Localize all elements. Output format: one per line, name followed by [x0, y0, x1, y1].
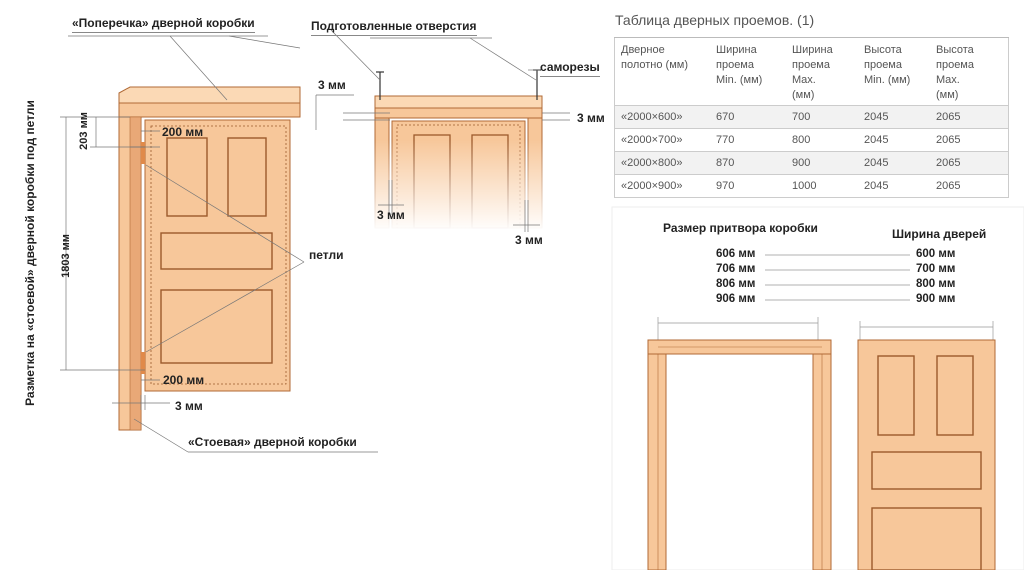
- table-cell: 2065: [930, 151, 1009, 175]
- door-panel: [227, 137, 267, 217]
- table-header-line: (мм): [936, 89, 959, 101]
- crossbar-top: [118, 86, 301, 104]
- table-cell: 1000: [786, 174, 858, 198]
- holes-label: Подготовленные отверстия: [311, 19, 477, 36]
- table-cell: 900: [786, 151, 858, 175]
- detail-frame-crossbar: [374, 95, 543, 109]
- hinge-mark: [141, 142, 145, 164]
- width-title: Ширина дверей: [892, 227, 987, 241]
- frame-size: 906 мм: [716, 293, 756, 305]
- side-marking-label: Разметка на «стоевой» дверной коробки по…: [23, 100, 37, 406]
- table-cell: «2000×700»: [614, 128, 710, 152]
- door-panel: [871, 507, 982, 570]
- door-panel: [166, 137, 208, 217]
- table-header-line: проема: [716, 59, 754, 71]
- door-panel: [936, 355, 974, 436]
- table-cell: 2045: [858, 128, 930, 152]
- table-header-line: Высота: [936, 44, 974, 56]
- door-size: 600 мм: [916, 248, 956, 260]
- table-header-line: проема: [864, 59, 902, 71]
- dim-203: 203 мм: [77, 112, 90, 150]
- table-cell: 2065: [930, 105, 1009, 129]
- door-panel: [877, 355, 915, 436]
- crossbar-label: «Поперечка» дверной коробки: [72, 16, 255, 33]
- table-header-cell: Дверное полотно (мм): [614, 37, 710, 106]
- table-header-line: полотно (мм): [621, 59, 688, 71]
- table-cell: 670: [710, 105, 786, 129]
- hinge-marking: [150, 125, 287, 385]
- dim-200-top: 200 мм: [162, 125, 204, 139]
- table-cell: «2000×800»: [614, 151, 710, 175]
- table-header-line: Высота: [864, 44, 902, 56]
- table-cell: 700: [786, 105, 858, 129]
- table-header-line: (мм): [792, 89, 815, 101]
- table-header-line: Ширина: [792, 44, 833, 56]
- table-header-line: Min. (мм): [716, 74, 763, 86]
- table-cell: 770: [710, 128, 786, 152]
- hinges-label: петли: [309, 248, 344, 262]
- crossbar-front: [118, 102, 301, 118]
- table-cell: 2065: [930, 128, 1009, 152]
- door-size: 900 мм: [916, 293, 956, 305]
- bottom-right-drawing: [611, 206, 1024, 570]
- table-cell: «2000×900»: [614, 174, 710, 198]
- dim-3-bottom-right: 3 мм: [515, 233, 543, 247]
- table-cell: 2045: [858, 174, 930, 198]
- table-cell: 800: [786, 128, 858, 152]
- table-cell: 2045: [858, 105, 930, 129]
- table-header-line: проема: [936, 59, 974, 71]
- table-cell: 2045: [858, 151, 930, 175]
- door-panel: [160, 289, 273, 364]
- table-header-line: проема: [792, 59, 830, 71]
- dim-3-bottom: 3 мм: [175, 399, 203, 413]
- table-cell: 2065: [930, 174, 1009, 198]
- table-header-line: Max.: [792, 74, 816, 86]
- left-door-drawing: [60, 35, 378, 453]
- dim-3-right: 3 мм: [577, 111, 605, 125]
- rebate-title: Размер притвора коробки: [663, 221, 818, 235]
- table-cell: «2000×600»: [614, 105, 710, 129]
- door-size: 800 мм: [916, 278, 956, 290]
- table-header-line: Min. (мм): [864, 74, 911, 86]
- detail-frame-crossbar-front: [374, 107, 543, 119]
- frame-size: 606 мм: [716, 248, 756, 260]
- post-label: «Стоевая» дверной коробки: [188, 435, 357, 449]
- door-size: 700 мм: [916, 263, 956, 275]
- table-cell: 870: [710, 151, 786, 175]
- table-header-line: Ширина: [716, 44, 757, 56]
- frame-post-left: [647, 353, 667, 570]
- door-panel: [871, 451, 982, 490]
- table-header-line: Max.: [936, 74, 960, 86]
- middle-detail-drawing: [315, 29, 570, 232]
- door-panel: [160, 232, 273, 270]
- fade-overlay: [360, 140, 560, 232]
- screws-label: саморезы: [540, 60, 600, 77]
- hinge-mark: [141, 352, 145, 374]
- dim-200-bottom: 200 мм: [163, 373, 205, 387]
- table-cell: 970: [710, 174, 786, 198]
- frame-size: 706 мм: [716, 263, 756, 275]
- table-header-line: Дверное: [621, 44, 665, 56]
- table-title: Таблица дверных проемов. (1): [615, 12, 815, 28]
- dim-3-bottom-left: 3 мм: [377, 208, 405, 222]
- dim-1803: 1803 мм: [59, 234, 72, 278]
- frame-post-side: [129, 116, 142, 431]
- dim-3-top-left: 3 мм: [318, 78, 346, 92]
- frame-size: 806 мм: [716, 278, 756, 290]
